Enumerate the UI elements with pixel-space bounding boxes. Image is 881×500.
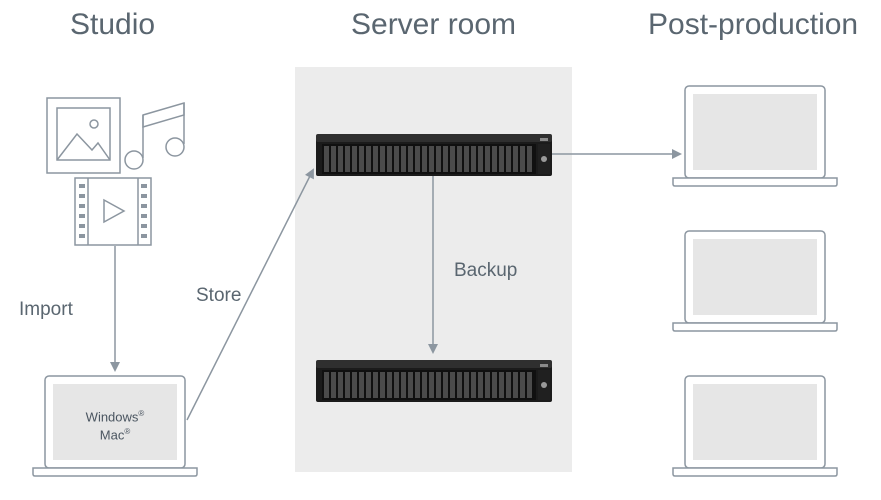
music-note-icon <box>124 101 185 170</box>
backup-label: Backup <box>454 260 518 281</box>
os-mac-label: Mac® <box>60 427 170 442</box>
post-production-heading: Post-production <box>648 8 859 41</box>
store-label: Store <box>196 285 242 306</box>
import-label: Import <box>19 299 73 320</box>
workstation-laptop-icon <box>32 375 198 477</box>
post-production-laptop-2-icon <box>672 230 838 332</box>
store-arrow-icon <box>186 168 314 421</box>
os-mac-text: Mac <box>99 427 125 443</box>
os-windows-label: Windows® <box>60 409 170 424</box>
post-production-laptop-3-icon <box>672 375 838 477</box>
registered-mark: ® <box>124 427 131 436</box>
video-film-icon <box>74 177 152 246</box>
server-room-heading: Server room <box>351 8 517 41</box>
os-windows-text: Windows <box>85 409 139 425</box>
backup-rack-server-icon <box>316 360 552 402</box>
primary-rack-server-icon <box>316 134 552 176</box>
registered-mark: ® <box>138 409 145 418</box>
post-production-laptop-1-icon <box>672 85 838 187</box>
image-icon <box>46 97 121 174</box>
studio-heading: Studio <box>70 8 156 41</box>
